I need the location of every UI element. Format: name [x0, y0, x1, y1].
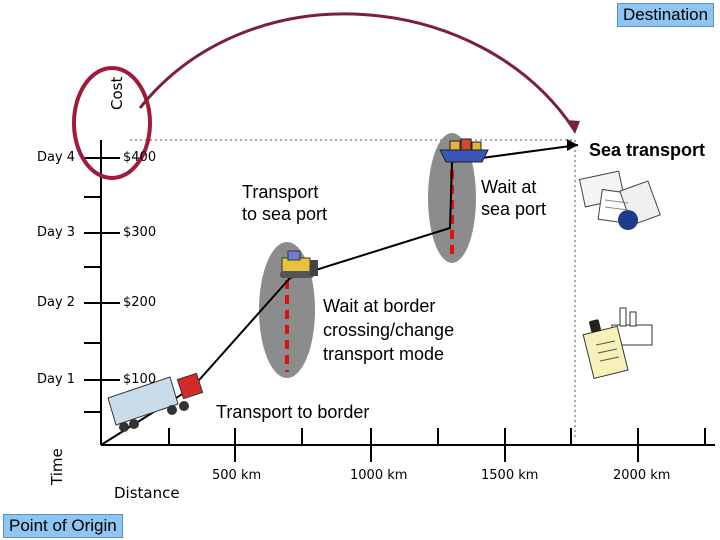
cargo-ship-icon	[439, 138, 489, 163]
time-axis-label: Time	[48, 448, 66, 485]
cost-tick-label: $200	[123, 295, 157, 310]
destination-label: Destination	[617, 3, 715, 27]
cost-tick-label: $100	[123, 372, 157, 387]
wait-at-sea-port-line: sea port	[481, 199, 547, 219]
point-of-origin-label: Point of Origin	[3, 514, 123, 538]
sea-transport-label: Sea transport	[589, 140, 706, 160]
wait-at-sea-port-label: Wait at sea port	[481, 176, 546, 220]
distance-tick-label: 1000 km	[350, 468, 408, 483]
wait-at-border-line: Wait at border	[323, 296, 436, 316]
distance-axis-label: Distance	[114, 484, 180, 502]
transport-to-sea-port-line: Transport	[242, 182, 319, 202]
documents-icon	[578, 170, 661, 230]
wait-at-border-line: transport mode	[323, 344, 445, 364]
wait-at-border-label: Wait at border crossing/change transport…	[323, 294, 454, 366]
time-tick-label: Day 3	[37, 225, 76, 240]
time-tick-label: Day 4	[37, 150, 76, 165]
cost-to-destination-arrowhead	[566, 120, 580, 134]
truck-icon	[107, 372, 204, 432]
distance-tick-label: 1500 km	[481, 468, 539, 483]
distance-tick-label: 500 km	[212, 468, 262, 483]
cost-highlight-circle	[72, 66, 152, 180]
transport-to-border-label: Transport to border	[216, 402, 370, 422]
wait-at-border-line: crossing/change	[323, 320, 455, 340]
time-tick-label: Day 2	[37, 295, 76, 310]
wait-at-sea-port-line: Wait at	[481, 177, 537, 197]
vertical-axis-ticks	[84, 157, 120, 413]
factory-clipboard-icon	[582, 307, 653, 380]
cost-tick-label: $400	[123, 150, 157, 165]
time-tick-label: Day 1	[37, 372, 76, 387]
transport-to-sea-port-label: Transport to sea port	[242, 181, 327, 225]
cost-axis-label: Cost	[108, 76, 126, 110]
distance-tick-label: 2000 km	[613, 468, 671, 483]
horizontal-axis-ticks	[168, 428, 706, 462]
bulldozer-icon	[280, 250, 318, 278]
transport-to-sea-port-line: to sea port	[242, 204, 328, 224]
cost-to-destination-arrow	[138, 12, 575, 129]
cost-path-arrowhead	[567, 139, 578, 151]
cost-tick-label: $300	[123, 225, 157, 240]
